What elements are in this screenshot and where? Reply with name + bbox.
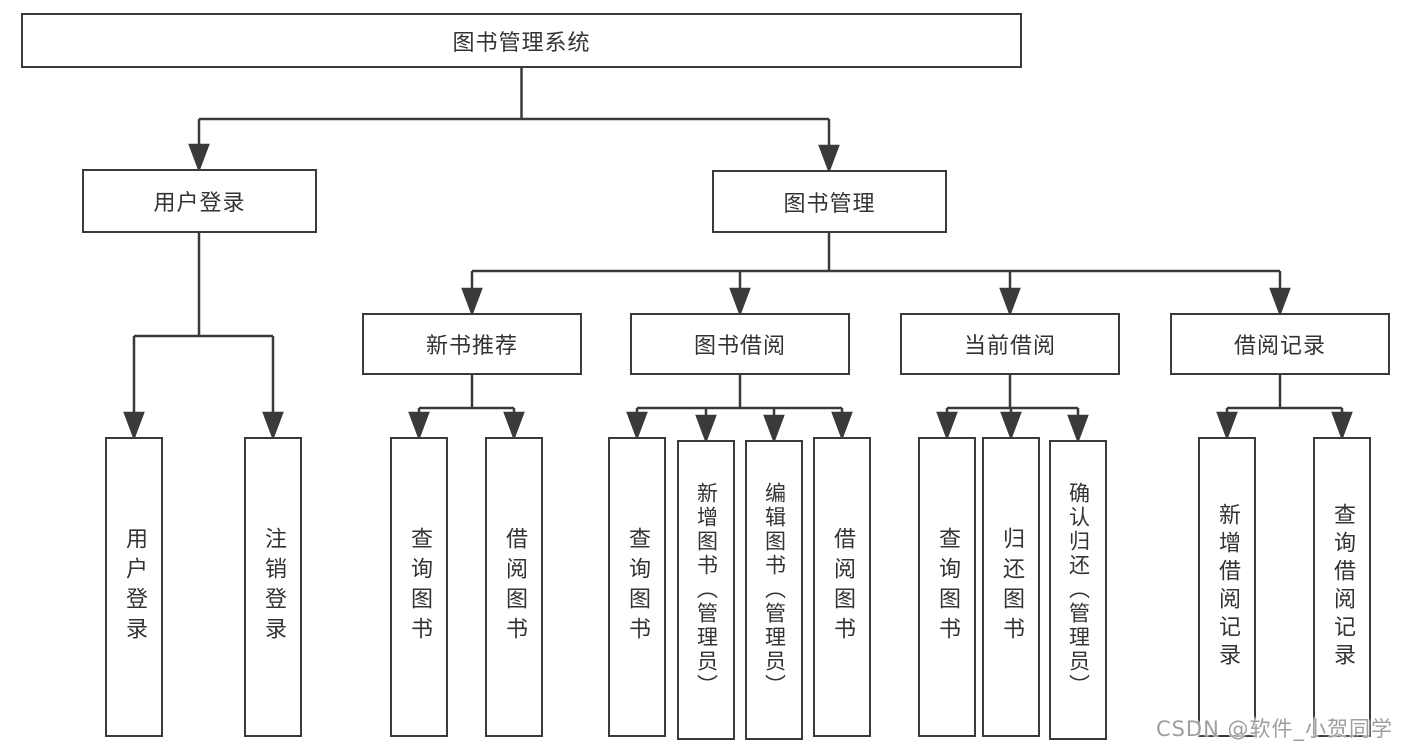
node-borrowing-records: 借阅记录 [1170,313,1390,375]
node-user-login: 用户登录 [82,169,317,233]
leaf-label: 新增借阅记录 [1215,503,1240,671]
leaf-label: 编辑图书（管理员） [762,482,787,698]
leaf-borrow-books-borrowing: 借阅图书 [813,437,871,737]
leaf-label: 查询图书 [935,527,960,647]
node-label: 图书借阅 [693,334,786,359]
node-book-management: 图书管理 [712,170,947,233]
node-label: 图书管理系统 [452,30,591,56]
leaf-label: 归还图书 [999,527,1024,647]
leaf-user-login: 用户登录 [105,437,163,737]
leaf-add-borrow-record: 新增借阅记录 [1198,437,1256,737]
node-library-management-system: 图书管理系统 [21,13,1022,68]
leaf-logout: 注销登录 [244,437,302,737]
leaf-label: 借阅图书 [830,527,855,647]
node-current-borrowing: 当前借阅 [900,313,1120,375]
leaf-query-books-recommend: 查询图书 [390,437,448,737]
leaf-confirm-return-admin: 确认归还（管理员） [1049,440,1107,740]
leaf-label: 查询图书 [407,527,432,647]
leaf-edit-books-admin: 编辑图书（管理员） [745,440,803,740]
leaf-label: 注销登录 [261,527,286,647]
leaf-label: 新增图书（管理员） [694,482,719,698]
leaf-return-books: 归还图书 [982,437,1040,737]
leaf-label: 借阅图书 [502,527,527,647]
leaf-label: 用户登录 [122,527,147,647]
leaf-label: 查询借阅记录 [1330,503,1355,671]
csdn-watermark: CSDN @软件_小贺同学 [1155,717,1393,741]
leaf-add-books-admin: 新增图书（管理员） [677,440,735,740]
leaf-query-books-current: 查询图书 [918,437,976,737]
leaf-query-books-borrowing: 查询图书 [608,437,666,737]
leaf-query-borrow-record: 查询借阅记录 [1313,437,1371,737]
node-label: 新书推荐 [425,334,518,359]
node-label: 用户登录 [153,191,246,216]
leaf-borrow-books-recommend: 借阅图书 [485,437,543,737]
node-new-book-recommend: 新书推荐 [362,313,582,375]
leaf-label: 确认归还（管理员） [1066,482,1091,698]
node-label: 当前借阅 [963,334,1056,359]
leaf-label: 查询图书 [625,527,650,647]
node-label: 借阅记录 [1233,334,1326,359]
node-book-borrowing: 图书借阅 [630,313,850,375]
node-label: 图书管理 [783,191,876,217]
